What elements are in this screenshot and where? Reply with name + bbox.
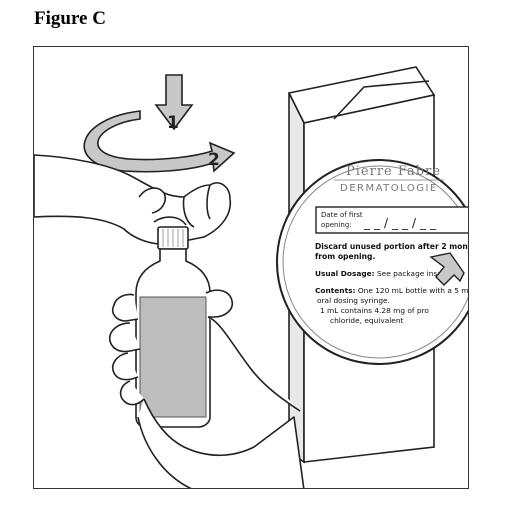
illustration-frame: Pierre Fabre DERMATOLOGIE Date of first … [33,46,469,489]
figure-title: Figure C [34,8,106,29]
usual-dosage: Usual Dosage: See package insert. [315,269,450,278]
brand-division: DERMATOLOGIE [340,183,438,194]
usual-dosage-label: Usual Dosage: [315,269,375,278]
contents-line1: Contents: One 120 mL bottle with a 5 m [315,286,468,295]
lower-hand [108,289,305,488]
contents-line2: oral dosing syringe. [317,296,390,305]
brand-name: Pierre Fabre [346,164,441,179]
step-1-number: 1 [167,113,179,133]
discard-line2: from opening. [315,252,375,261]
date-label-line1: Date of first [321,211,363,219]
contents-line3: 1 mL contains 4.28 mg of pro [320,306,429,315]
step-2-number: 2 [208,150,220,170]
magnified-label: Pierre Fabre DERMATOLOGIE Date of first … [276,159,469,365]
pointer-arrow-icon [429,252,465,286]
contents-label: Contents: [315,286,356,295]
upper-hand [34,154,232,245]
discard-line1: Discard unused portion after 2 mont [315,242,469,251]
push-down-arrow-icon: 1 [154,74,194,133]
date-label-line2: opening: [321,221,352,229]
date-blank: __/__/__ [363,216,440,230]
twist-arrow-icon: 2 [83,110,236,173]
contents-text: One 120 mL bottle with a 5 m [355,286,468,295]
bottle-opening-illustration: Pierre Fabre DERMATOLOGIE Date of first … [34,66,469,488]
medicine-bottle [135,226,211,428]
usual-dosage-text: See package insert. [375,269,450,278]
date-of-first-opening-box [315,206,468,234]
contents-line4: chloride, equivalent [330,316,404,325]
